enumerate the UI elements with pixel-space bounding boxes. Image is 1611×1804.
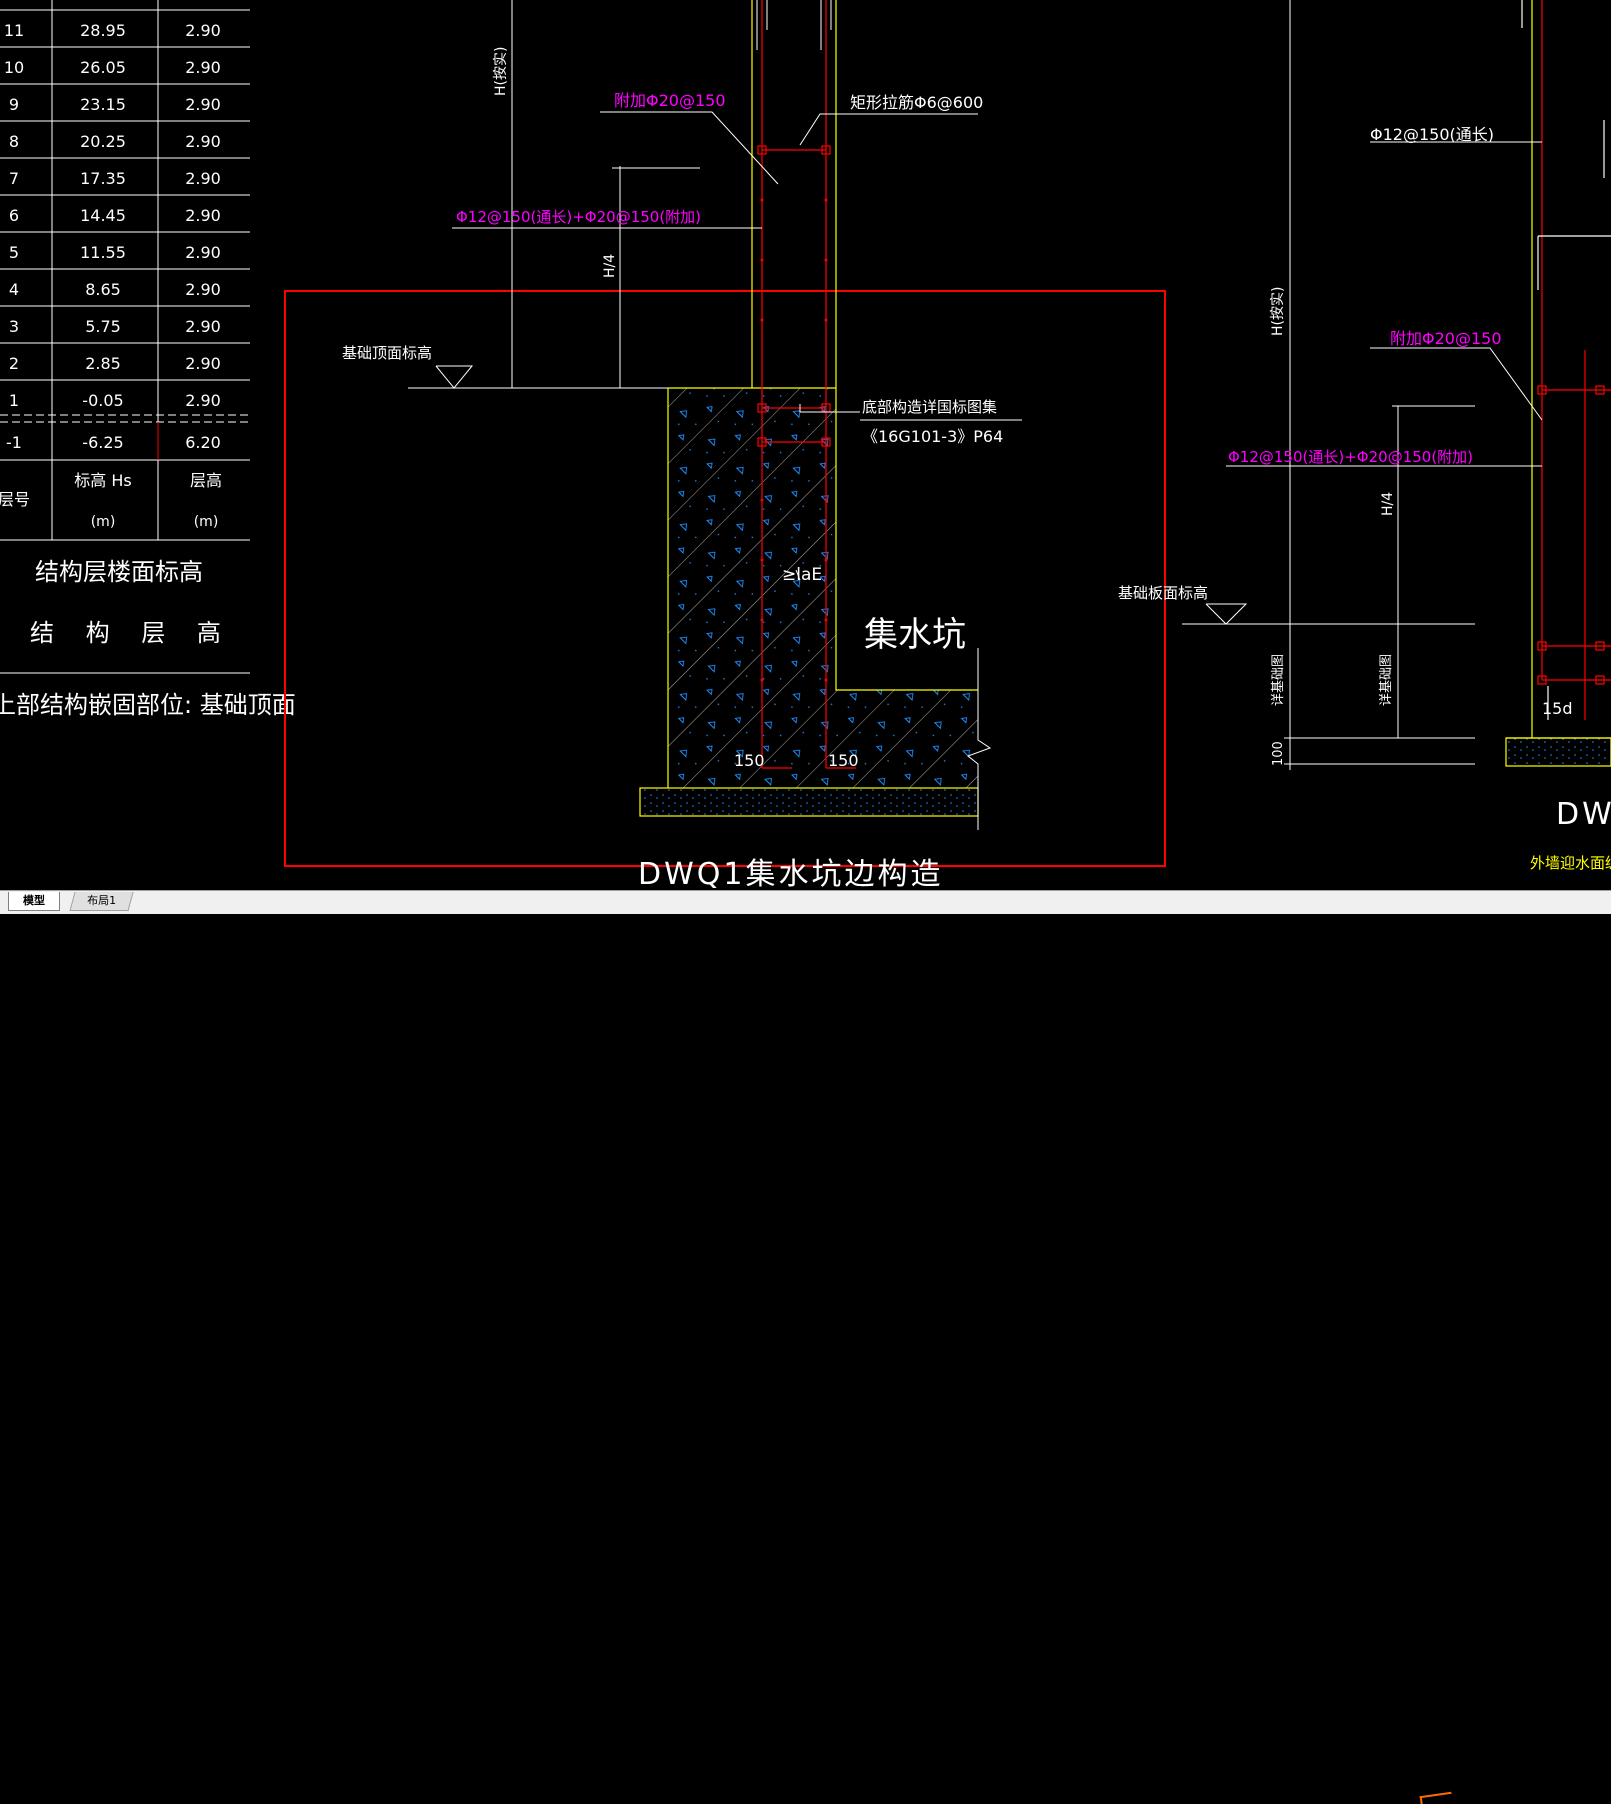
header-elevation-unit: (m): [91, 514, 116, 530]
table-cell-elevation: 14.45: [80, 206, 126, 225]
table-cell-floor: 5: [9, 243, 19, 262]
right-detail-annotations: Φ12@150(通长) H(按实) 附加Φ20@150 Φ12@150(通长)+…: [1118, 125, 1611, 872]
table-cell-height: 2.90: [185, 95, 221, 114]
bottom-ref-line2: 《16G101-3》P64: [862, 427, 1003, 446]
cad-drawing-canvas[interactable]: 11 28.95 2.90 10 26.05 2.90 9 23.15 2.90…: [0, 0, 1611, 890]
dimension-lines: [408, 0, 1022, 581]
embed-note: 上部结构嵌固部位: 基础顶面: [0, 691, 296, 719]
lae-label: ≥laE: [782, 565, 822, 585]
right-dim-15d: 15d: [1542, 699, 1573, 718]
table-cell-height: 2.90: [185, 280, 221, 299]
table-cell-floor: -1: [6, 433, 22, 452]
leader-lines: [452, 111, 978, 229]
header-elevation: 标高 Hs: [74, 471, 131, 490]
table-cell-floor: 6: [9, 206, 19, 225]
h4-label: H/4: [602, 254, 618, 278]
table-cell-elevation: 20.25: [80, 132, 126, 151]
tab-layout1[interactable]: 布局1: [69, 892, 134, 911]
elevation-table: [0, 0, 250, 674]
detail-frame: [284, 290, 1166, 867]
table-cell-elevation: 26.05: [80, 58, 126, 77]
bottom-ref-line1: 底部构造详国标图集: [862, 398, 997, 416]
table-cell-elevation: 23.15: [80, 95, 126, 114]
table-cell-height: 2.90: [185, 391, 221, 410]
table-cell-floor: 11: [4, 21, 24, 40]
h-label: H(按实): [493, 47, 509, 96]
layout-tab-bar: 模型 布局1: [0, 890, 1611, 1804]
right-note-partial: 外墙迎水面纵向: [1530, 854, 1611, 872]
dim-150-right: 150: [828, 751, 859, 770]
tab-model[interactable]: 模型: [8, 892, 60, 911]
right-dim-100: 100: [1271, 741, 1286, 766]
header-height: 层高: [190, 471, 222, 490]
table-cell-height: 2.90: [185, 21, 221, 40]
cursor-mark: [1419, 1791, 1453, 1804]
right-title-partial: DW: [1556, 797, 1611, 832]
table-cell-elevation: 2.85: [85, 354, 121, 373]
break-line: [966, 648, 992, 830]
rebar-dots: [760, 198, 828, 682]
table-cell-floor: 1: [9, 391, 19, 410]
right-through-rebar: Φ12@150(通长): [1370, 125, 1494, 144]
table-cell-elevation: 8.65: [85, 280, 121, 299]
pit-label: 集水坑: [864, 615, 966, 655]
detail-title: DWQ1集水坑边构造: [638, 857, 943, 890]
right-found-slab: 基础板面标高: [1118, 584, 1208, 602]
header-height-unit: (m): [194, 514, 219, 530]
table-cell-floor: 10: [4, 58, 24, 77]
right-h4-label: H/4: [1380, 492, 1396, 516]
table-captions: 结构层楼面标高 结 构 层 高 上部结构嵌固部位: 基础顶面: [0, 558, 296, 719]
table-cell-elevation: 5.75: [85, 317, 121, 336]
table-cell-elevation: 17.35: [80, 169, 126, 188]
table-cell-height: 2.90: [185, 354, 221, 373]
table-cell-elevation: -6.25: [82, 433, 123, 452]
table-cell-floor: 3: [9, 317, 19, 336]
dim-150-left: 150: [734, 751, 765, 770]
right-detail-dimensions: [1182, 0, 1543, 770]
table-cell-floor: 9: [9, 95, 19, 114]
caption-floor-height: 结 构 层 高: [30, 619, 233, 647]
tie-rebar-label: 矩形拉筋Φ6@600: [850, 93, 983, 112]
table-cell-floor: 8: [9, 132, 19, 151]
right-anchor-2: 详基础图: [1379, 654, 1394, 706]
table-cell-elevation: 11.55: [80, 243, 126, 262]
right-detail-lines: [1505, 0, 1611, 767]
wall-rebar-label: Φ12@150(通长)+Φ20@150(附加): [456, 208, 701, 226]
wall-and-pit-outline: [639, 0, 979, 817]
tab-layout1-label: 布局1: [87, 894, 117, 907]
table-cell-floor: 7: [9, 169, 19, 188]
table-cell-height: 6.20: [185, 433, 221, 452]
found-top-label: 基础顶面标高: [342, 344, 432, 362]
table-cell-floor: 4: [9, 280, 19, 299]
table-cell-height: 2.90: [185, 206, 221, 225]
table-cell-elevation: 28.95: [80, 21, 126, 40]
right-anchor-1: 详基础图: [1271, 654, 1286, 706]
right-wall-rebar: Φ12@150(通长)+Φ20@150(附加): [1228, 448, 1473, 466]
extra-rebar-label: 附加Φ20@150: [614, 91, 726, 110]
table-cell-floor: 2: [9, 354, 19, 373]
table-cell-height: 2.90: [185, 132, 221, 151]
table-cell-height: 2.90: [185, 243, 221, 262]
header-floor: 层号: [0, 490, 30, 509]
table-cell-height: 2.90: [185, 58, 221, 77]
table-cell-height: 2.90: [185, 169, 221, 188]
table-cell-elevation: -0.05: [82, 391, 123, 410]
rebar-lines: [757, 0, 856, 769]
elevation-table-cells: 11 28.95 2.90 10 26.05 2.90 9 23.15 2.90…: [0, 21, 222, 530]
table-cell-height: 2.90: [185, 317, 221, 336]
right-h-label: H(按实): [1270, 287, 1286, 336]
caption-floor-elevation: 结构层楼面标高: [35, 558, 203, 586]
right-extra-rebar: 附加Φ20@150: [1390, 329, 1502, 348]
top-cut-marks: [756, 0, 832, 50]
detail-annotations: H(按实) H/4 附加Φ20@150 矩形拉筋Φ6@600 Φ12@150(通…: [342, 47, 1003, 890]
